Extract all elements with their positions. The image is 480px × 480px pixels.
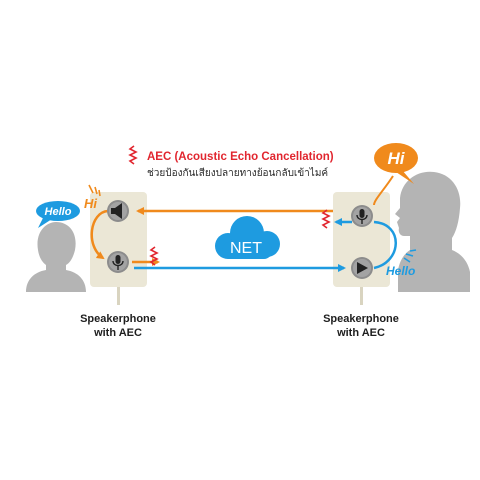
orange-hi-to-mic <box>373 175 394 206</box>
left-person-silhouette <box>26 222 86 292</box>
heard-hello-label: Hello <box>386 264 415 278</box>
speaker-icon <box>111 203 122 219</box>
sound-burst-icon-right <box>403 249 417 263</box>
hi-speech-bubble <box>374 143 418 184</box>
left-caption-line1: Speakerphone <box>80 313 156 325</box>
network-label: NET <box>230 240 262 257</box>
left-caption-line2: with AEC <box>94 327 142 339</box>
hello-bubble-text: Hello <box>45 206 72 218</box>
right-caption-line2: with AEC <box>337 327 385 339</box>
aec-echo-marker-left <box>149 246 159 266</box>
sound-burst-icon <box>88 184 101 197</box>
aec-subtitle: ช่วยป้องกันเสียงปลายทางย้อนกลับเข้าไมค์ <box>147 168 329 179</box>
aec-echo-marker-title <box>128 145 138 165</box>
aec-echo-marker-right <box>321 209 331 229</box>
left-device-caption: Speakerphone with AEC <box>58 312 178 340</box>
network-cloud-icon <box>215 216 280 259</box>
orange-echo-loop <box>90 209 109 260</box>
right-speakerphone <box>333 192 390 287</box>
right-person-silhouette <box>395 171 470 292</box>
blue-echo-loop <box>373 220 397 270</box>
right-device-stand <box>360 285 363 305</box>
right-device-caption: Speakerphone with AEC <box>301 312 421 340</box>
right-caption-line1: Speakerphone <box>323 313 399 325</box>
microphone-icon-right <box>356 209 368 224</box>
play-icon <box>357 262 368 274</box>
hi-bubble-text: Hi <box>388 149 406 168</box>
heard-hi-label: Hi <box>84 196 97 211</box>
microphone-icon <box>112 255 124 270</box>
hello-speech-bubble <box>36 201 80 228</box>
left-device-stand <box>117 285 120 305</box>
aec-title: AEC (Acoustic Echo Cancellation) <box>147 151 334 163</box>
